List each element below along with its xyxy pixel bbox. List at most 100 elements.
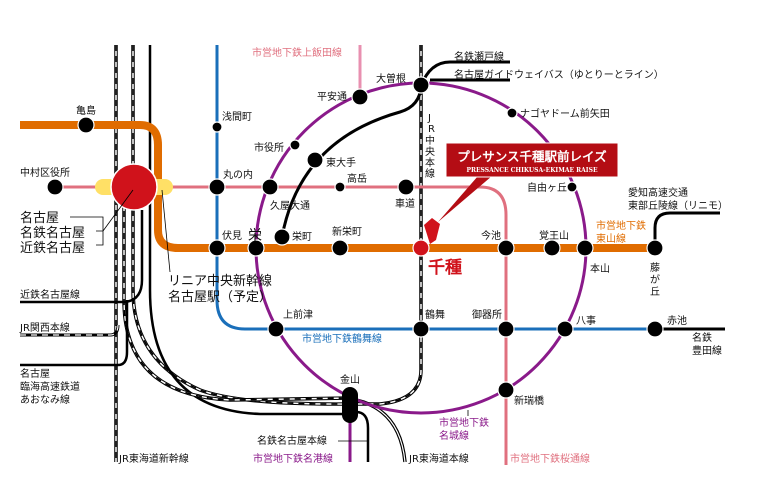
label-guideway-bus: 名古屋ガイドウェイバス（ゆとりーとライン）: [454, 68, 664, 81]
station-fujigaoka[interactable]: [646, 239, 664, 257]
label-linear-2: 名古屋駅（予定）: [168, 289, 272, 305]
label-sengencho: 浅間町: [222, 110, 252, 123]
stations: [46, 76, 664, 423]
station-kamejima[interactable]: [77, 116, 95, 134]
label-marunouchi: 丸の内: [223, 168, 253, 181]
label-meiko-line: 市営地下鉄名港線: [253, 452, 333, 465]
label-linear-1: リニア中央新幹線: [168, 273, 272, 289]
station-aratamabashi[interactable]: [497, 381, 515, 399]
label-kintetsu-nagoya: 近鉄名古屋: [20, 240, 85, 256]
station-takaoka[interactable]: [334, 181, 346, 193]
label-chikusa: 千種: [428, 257, 462, 278]
label-kakuozan: 覚王山: [539, 229, 569, 242]
label-higashiote: 東大手: [326, 156, 356, 169]
station-shiyakusho[interactable]: [289, 139, 301, 151]
label-shiyakusho: 市役所: [254, 141, 284, 154]
station-akaike[interactable]: [646, 320, 664, 338]
label-higashiyama-2: 東山線: [596, 232, 626, 245]
label-fujigaoka-2: が: [650, 273, 660, 286]
station-nakamura-kuyakusho[interactable]: [46, 178, 64, 196]
label-motoyama: 本山: [590, 262, 610, 275]
meitetsu-main-line-south: [355, 410, 370, 462]
callout-title: プレサンス千種駅前レイズ: [457, 149, 607, 164]
label-ozone: 大曽根: [376, 72, 406, 85]
seto-line: [280, 60, 510, 238]
station-fushimi[interactable]: [208, 239, 226, 257]
label-linimo-2: 東部丘陵線（リニモ）: [628, 199, 728, 212]
label-jr-chuo-char: J: [427, 113, 431, 124]
property-callout[interactable]: プレサンス千種駅前レイズ PRESSANCE CHIKUSA-EKIMAE RA…: [424, 142, 619, 244]
label-kamimaezu: 上前津: [283, 308, 313, 321]
label-imaike: 今池: [481, 229, 501, 242]
station-heiandori[interactable]: [351, 88, 369, 106]
label-heiandori: 平安通: [317, 90, 347, 103]
label-jr-chuo-line: J R 中 央 本 線: [425, 113, 435, 180]
label-meitetsu-main: 名鉄名古屋本線: [257, 434, 327, 447]
station-hisaya-odori[interactable]: [261, 178, 279, 196]
station-imaike[interactable]: [497, 239, 515, 257]
label-aratamabashi: 新瑞橋: [514, 394, 544, 407]
station-labels: 亀島 中村区役所 浅間町 丸の内 市役所 平安通 大曽根 東大手 高岳 久屋大通…: [20, 72, 687, 407]
label-kanayama: 金山: [340, 373, 360, 386]
label-tsurumai: 鶴舞: [425, 308, 445, 321]
label-jiyugaoka: 自由ヶ丘: [527, 181, 567, 194]
station-jiyugaoka[interactable]: [566, 181, 578, 193]
station-nagoya[interactable]: [110, 163, 158, 211]
label-yagoto: 八事: [576, 314, 596, 327]
label-higashiyama-1: 市営地下鉄: [596, 219, 646, 232]
label-nagoya-dome: ナゴヤドーム前矢田: [520, 107, 610, 120]
label-toyota-1: 名鉄: [692, 331, 712, 344]
sakuradori-line: [55, 185, 508, 465]
label-meijo-1: 市営地下鉄: [439, 416, 489, 429]
station-tsurumai[interactable]: [412, 320, 430, 338]
label-meitetsu-nagoya: 名鉄名古屋: [20, 225, 85, 241]
callout-subtitle: PRESSANCE CHIKUSA-EKIMAE RAISE: [466, 167, 597, 174]
callout-box: [445, 142, 619, 178]
label-akaike: 赤池: [667, 314, 687, 327]
station-kakuozan[interactable]: [543, 239, 561, 257]
label-jr-chuo-char: R: [428, 124, 435, 135]
station-ozone[interactable]: [412, 76, 430, 94]
station-kamimaezu[interactable]: [267, 320, 285, 338]
nagoya-labels: 名古屋 名鉄名古屋 近鉄名古屋 リニア中央新幹線 名古屋駅（予定）: [20, 189, 272, 305]
station-sakae[interactable]: [247, 239, 265, 257]
station-yagoto[interactable]: [556, 320, 574, 338]
label-jr-chuo-char: 中: [425, 134, 435, 147]
label-kintetsu-line: 近鉄名古屋線: [20, 288, 80, 301]
label-seto-line: 名鉄瀬戸線: [454, 50, 504, 63]
label-meijo-2: 名城線: [439, 429, 469, 442]
label-aonami-2: 臨海高速鉄道: [20, 380, 80, 393]
station-chikusa[interactable]: [412, 239, 430, 257]
label-sakaemachi: 栄町: [292, 231, 312, 243]
label-jr-kansai-line: JR関西本線: [19, 321, 70, 334]
aonami-line: [20, 300, 129, 367]
label-toyota-2: 豊田線: [692, 344, 722, 357]
station-sakaemachi[interactable]: [273, 228, 291, 246]
label-jr-chuo-char: 線: [425, 167, 435, 180]
label-tsurumai-line: 市営地下鉄鶴舞線: [302, 332, 382, 345]
label-sakuradori-line: 市営地下鉄桜通線: [510, 452, 590, 465]
label-nakamura-kuyakusho: 中村区役所: [20, 166, 70, 179]
label-fujigaoka-3: 丘: [650, 286, 660, 298]
station-kanayama[interactable]: [342, 387, 358, 423]
station-motoyama[interactable]: [576, 239, 594, 257]
station-gokiso[interactable]: [497, 320, 515, 338]
label-nagoya: 名古屋: [20, 210, 59, 226]
station-marunouchi[interactable]: [208, 178, 226, 196]
label-aonami-3: あおなみ線: [20, 393, 70, 406]
station-nagoya-dome[interactable]: [506, 107, 518, 119]
meitetsu-line: [148, 45, 350, 416]
station-kurumamichi[interactable]: [397, 178, 415, 196]
label-shinsakaemachi: 新栄町: [332, 225, 362, 238]
label-gokiso: 御器所: [472, 308, 502, 321]
label-linimo-1: 愛知高速交通: [628, 186, 688, 199]
label-takaoka: 高岳: [347, 172, 367, 185]
linimo-line: [653, 211, 720, 248]
label-hisaya-odori: 久屋大通: [270, 199, 310, 212]
line-labels: 市営地下鉄上飯田線 名鉄瀬戸線 名古屋ガイドウェイバス（ゆとりーとライン） J …: [19, 46, 728, 465]
station-higashiote[interactable]: [306, 151, 324, 169]
location-marker-icon: [424, 218, 440, 244]
station-sengencho[interactable]: [211, 121, 223, 133]
station-shinsakaemachi[interactable]: [331, 239, 349, 257]
